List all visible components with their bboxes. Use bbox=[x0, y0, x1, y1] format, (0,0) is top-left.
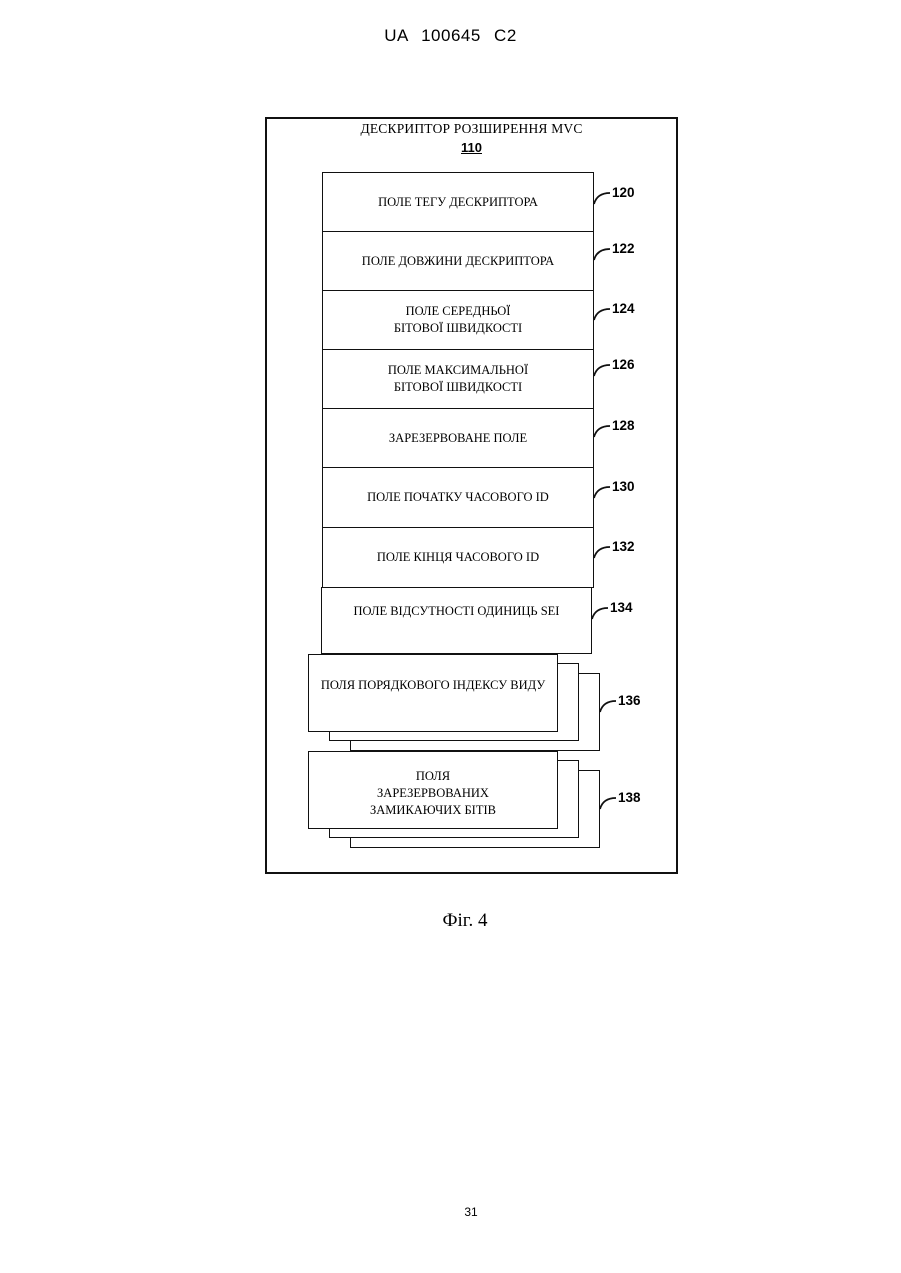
ref-label-130: 130 bbox=[612, 479, 635, 494]
leader-130 bbox=[594, 487, 610, 498]
leader-120 bbox=[594, 193, 610, 204]
ref-label-134: 134 bbox=[610, 600, 633, 615]
figure-caption: Фіг. 4 bbox=[0, 910, 901, 932]
leader-126 bbox=[594, 365, 610, 376]
leader-136 bbox=[600, 701, 616, 712]
page-number: 31 bbox=[0, 1205, 901, 1219]
ref-label-138: 138 bbox=[618, 790, 641, 805]
ref-label-132: 132 bbox=[612, 539, 635, 554]
ref-label-128: 128 bbox=[612, 418, 635, 433]
ref-label-124: 124 bbox=[612, 301, 635, 316]
leader-138 bbox=[600, 798, 616, 809]
ref-label-126: 126 bbox=[612, 357, 635, 372]
leader-134 bbox=[592, 608, 608, 619]
ref-label-120: 120 bbox=[612, 185, 635, 200]
leader-128 bbox=[594, 426, 610, 437]
leader-132 bbox=[594, 547, 610, 558]
leader-124 bbox=[594, 309, 610, 320]
ref-label-136: 136 bbox=[618, 693, 641, 708]
ref-label-122: 122 bbox=[612, 241, 635, 256]
leader-122 bbox=[594, 249, 610, 260]
